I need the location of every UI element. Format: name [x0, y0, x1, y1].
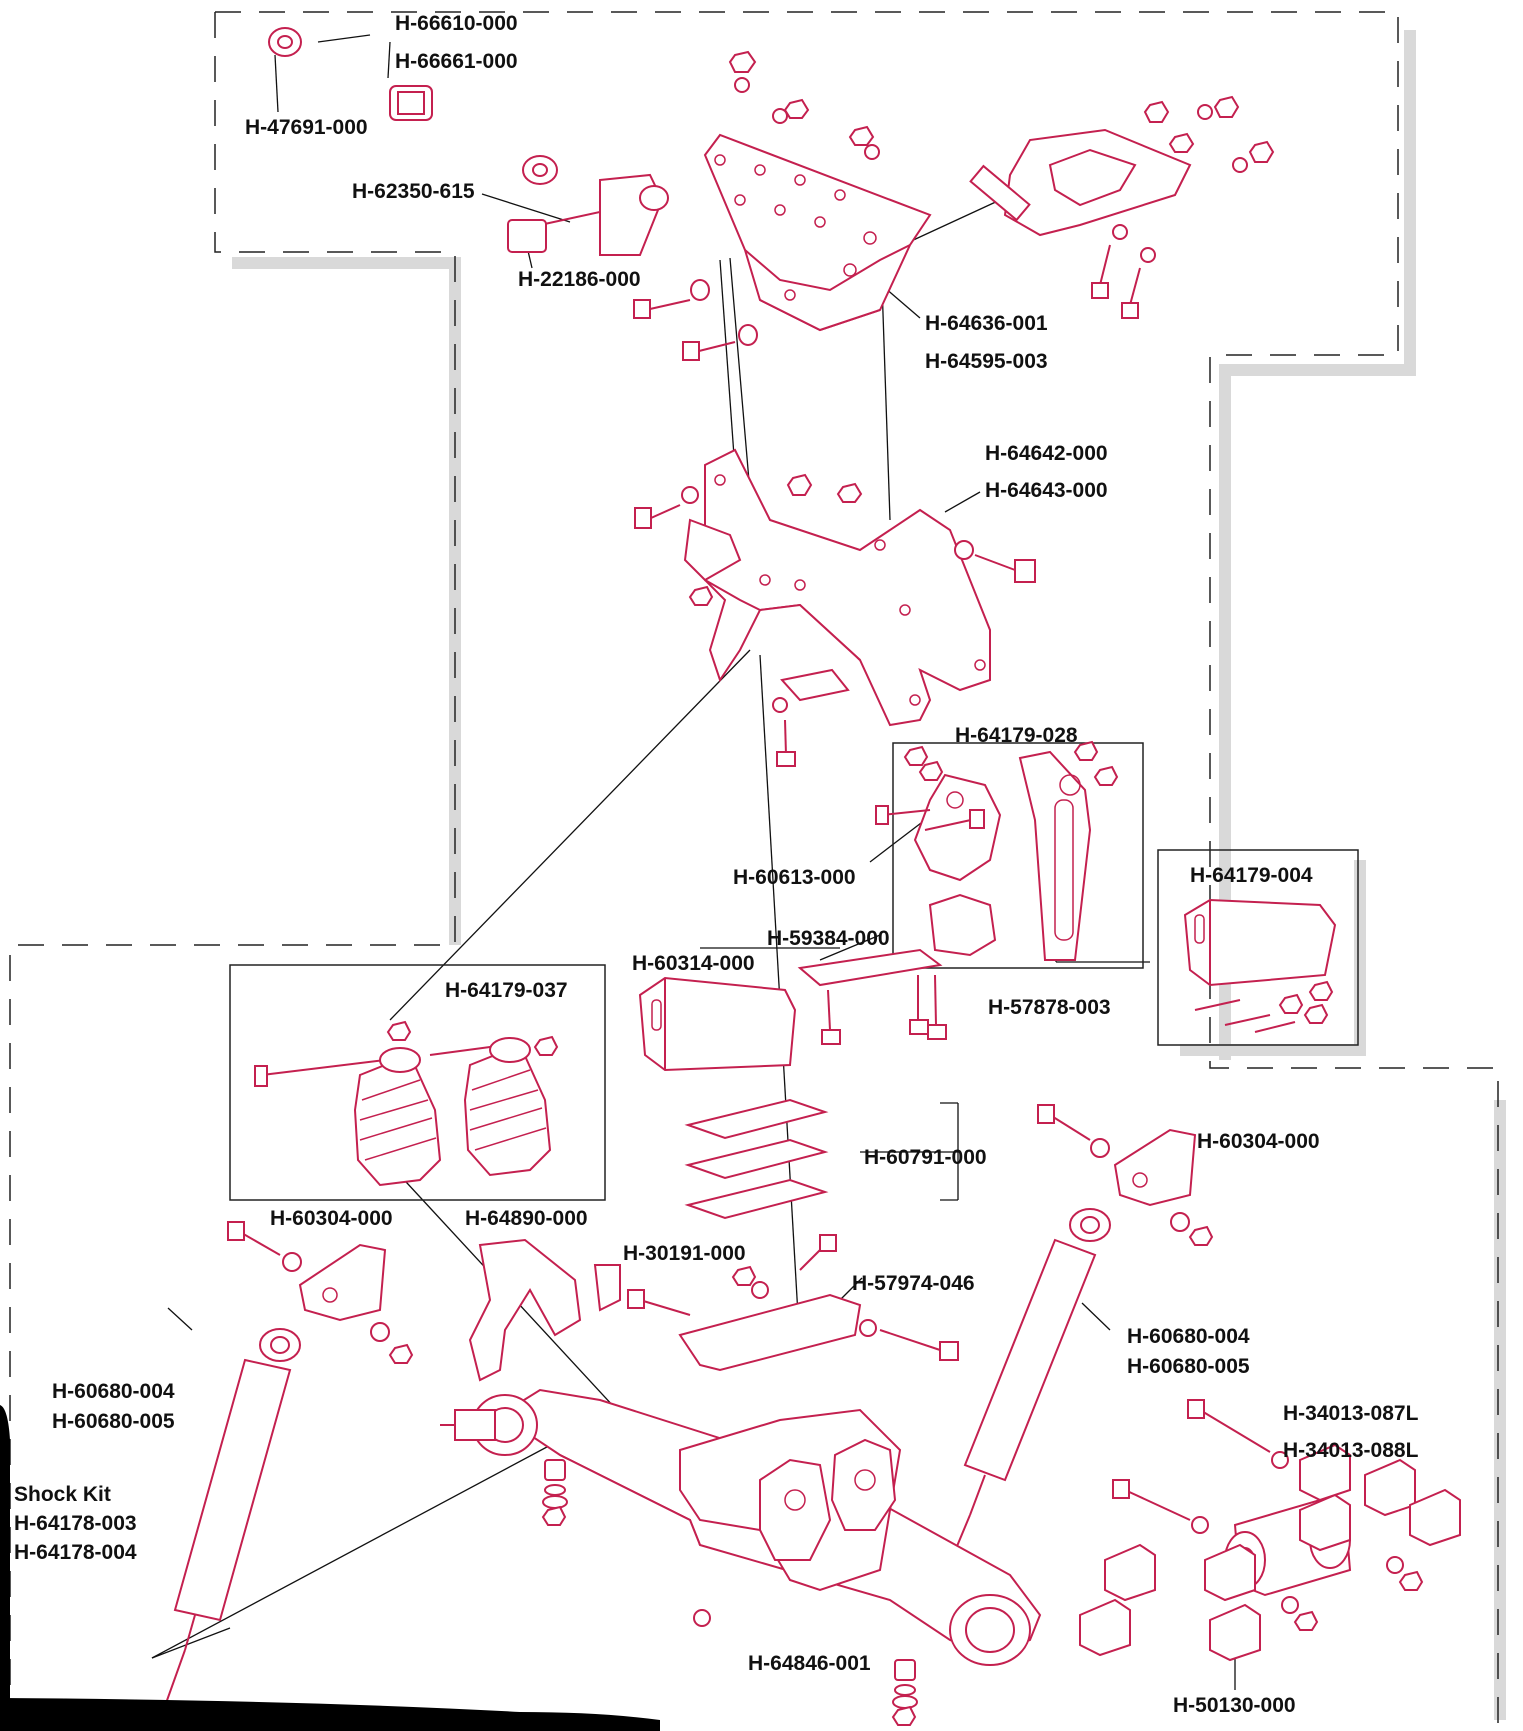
scan-edge-artifacts	[0, 1405, 660, 1731]
label-h-64179-037: H-64179-037	[445, 979, 568, 1002]
air-spring-left	[353, 1047, 442, 1187]
label-h-30191: H-30191-000	[623, 1242, 746, 1265]
label-h-66661: H-66661-000	[395, 50, 518, 73]
spacer-bar	[797, 948, 947, 1045]
label-h-64642: H-64642-000	[985, 442, 1108, 465]
label-h-34013-087l: H-34013-087L	[1283, 1402, 1419, 1425]
shock-bracket-right	[1037, 1104, 1214, 1246]
lower-fasteners	[541, 1459, 918, 1726]
air-spring-kit	[229, 964, 606, 1201]
upper-hanger-fasteners	[633, 50, 880, 361]
frame-mount-plate	[969, 95, 1275, 319]
label-h-62350: H-62350-615	[352, 180, 475, 203]
shock-bracket-left	[227, 1221, 414, 1364]
label-h-60680-005-right: H-60680-005	[1127, 1355, 1250, 1378]
label-h-60791: H-60791-000	[864, 1146, 987, 1169]
bracket-64890	[468, 1238, 621, 1382]
equalizer-assembly	[875, 740, 1144, 969]
label-h-60304-right: H-60304-000	[1197, 1130, 1320, 1153]
label-h-64846: H-64846-001	[748, 1652, 871, 1675]
radius-rod-bracket	[507, 173, 669, 256]
label-h-64643: H-64643-000	[985, 479, 1108, 502]
label-h-64179-004: H-64179-004	[1190, 864, 1313, 887]
axle-shim-stack	[684, 1098, 829, 1220]
label-h-64179-028: H-64179-028	[955, 724, 1078, 747]
label-h-64178-004: H-64178-004	[14, 1541, 137, 1564]
label-h-60613: H-60613-000	[733, 866, 856, 889]
pivot-bushing-assembly	[1079, 1399, 1461, 1662]
label-h-57878: H-57878-003	[988, 996, 1111, 1019]
label-h-59384: H-59384-000	[767, 927, 890, 950]
axle-hanger-assembly	[679, 1408, 902, 1592]
label-h-64178-003: H-64178-003	[14, 1512, 137, 1535]
label-h-60680-004-right: H-60680-004	[1127, 1325, 1250, 1348]
bump-block-kit	[1157, 849, 1359, 1046]
torque-rod-assembly	[268, 27, 558, 185]
bump-block-center	[638, 976, 797, 1072]
upper-hanger-bracket	[703, 133, 932, 332]
label-h-60680-004-left: H-60680-004	[52, 1380, 175, 1403]
label-h-60304-left: H-60304-000	[270, 1207, 393, 1230]
air-spring-right	[463, 1037, 552, 1177]
label-h-34013-088l: H-34013-088L	[1283, 1439, 1419, 1462]
shock-absorber-right	[944, 1208, 1111, 1576]
shock-absorber-left	[159, 1328, 301, 1721]
label-h-66610: H-66610-000	[395, 12, 518, 35]
label-h-57974: H-57974-046	[852, 1272, 975, 1295]
axle-seat	[627, 1234, 959, 1372]
label-h-64636: H-64636-001	[925, 312, 1048, 335]
label-h-22186: H-22186-000	[518, 268, 641, 291]
part-labels: H-66610-000 H-66661-000 H-47691-000 H-62…	[14, 12, 1419, 1717]
label-shock-kit: Shock Kit	[14, 1483, 111, 1506]
label-h-64890: H-64890-000	[465, 1207, 588, 1230]
label-h-47691: H-47691-000	[245, 116, 368, 139]
label-h-60314: H-60314-000	[632, 952, 755, 975]
label-h-64595: H-64595-003	[925, 350, 1048, 373]
leader-lines	[151, 34, 1236, 1690]
lower-hanger-bracket	[634, 448, 1036, 767]
label-h-60680-005-left: H-60680-005	[52, 1410, 175, 1433]
label-h-50130: H-50130-000	[1173, 1694, 1296, 1717]
